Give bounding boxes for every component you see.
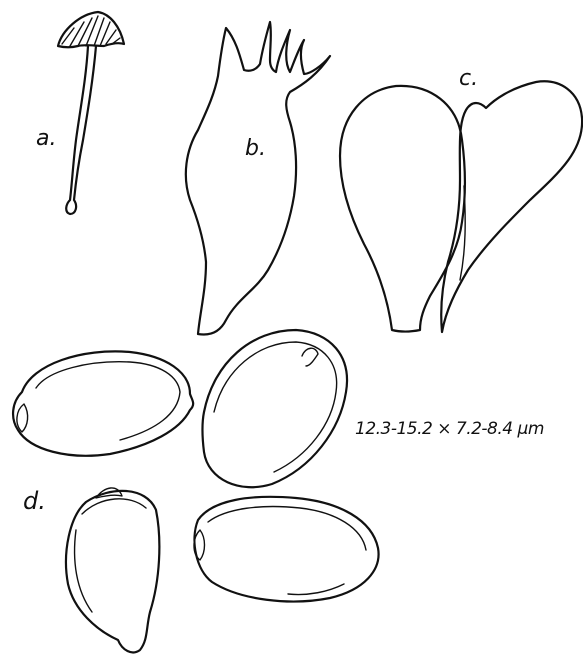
mushroom-drawing [58, 12, 124, 214]
spore-measurement: 12.3-15.2 × 7.2-8.4 μm [355, 419, 544, 439]
panel-label-d: d. [23, 487, 46, 515]
panel-label-c: c. [459, 66, 478, 91]
panel-label-b: b. [245, 136, 266, 161]
cheilocystidium-right [441, 81, 582, 332]
cystidium-outline [186, 22, 330, 334]
spore-3 [66, 488, 159, 652]
cheilocystidium-left [340, 86, 465, 332]
mushroom-stipe [66, 46, 96, 214]
cystidium-drawing [186, 22, 330, 334]
spore-1 [13, 351, 193, 455]
spore-4 [194, 497, 379, 602]
spore-2 [203, 330, 347, 487]
cheilocystidia-drawing [340, 81, 582, 332]
panel-label-a: a. [36, 126, 56, 151]
spores-drawing [13, 330, 378, 652]
